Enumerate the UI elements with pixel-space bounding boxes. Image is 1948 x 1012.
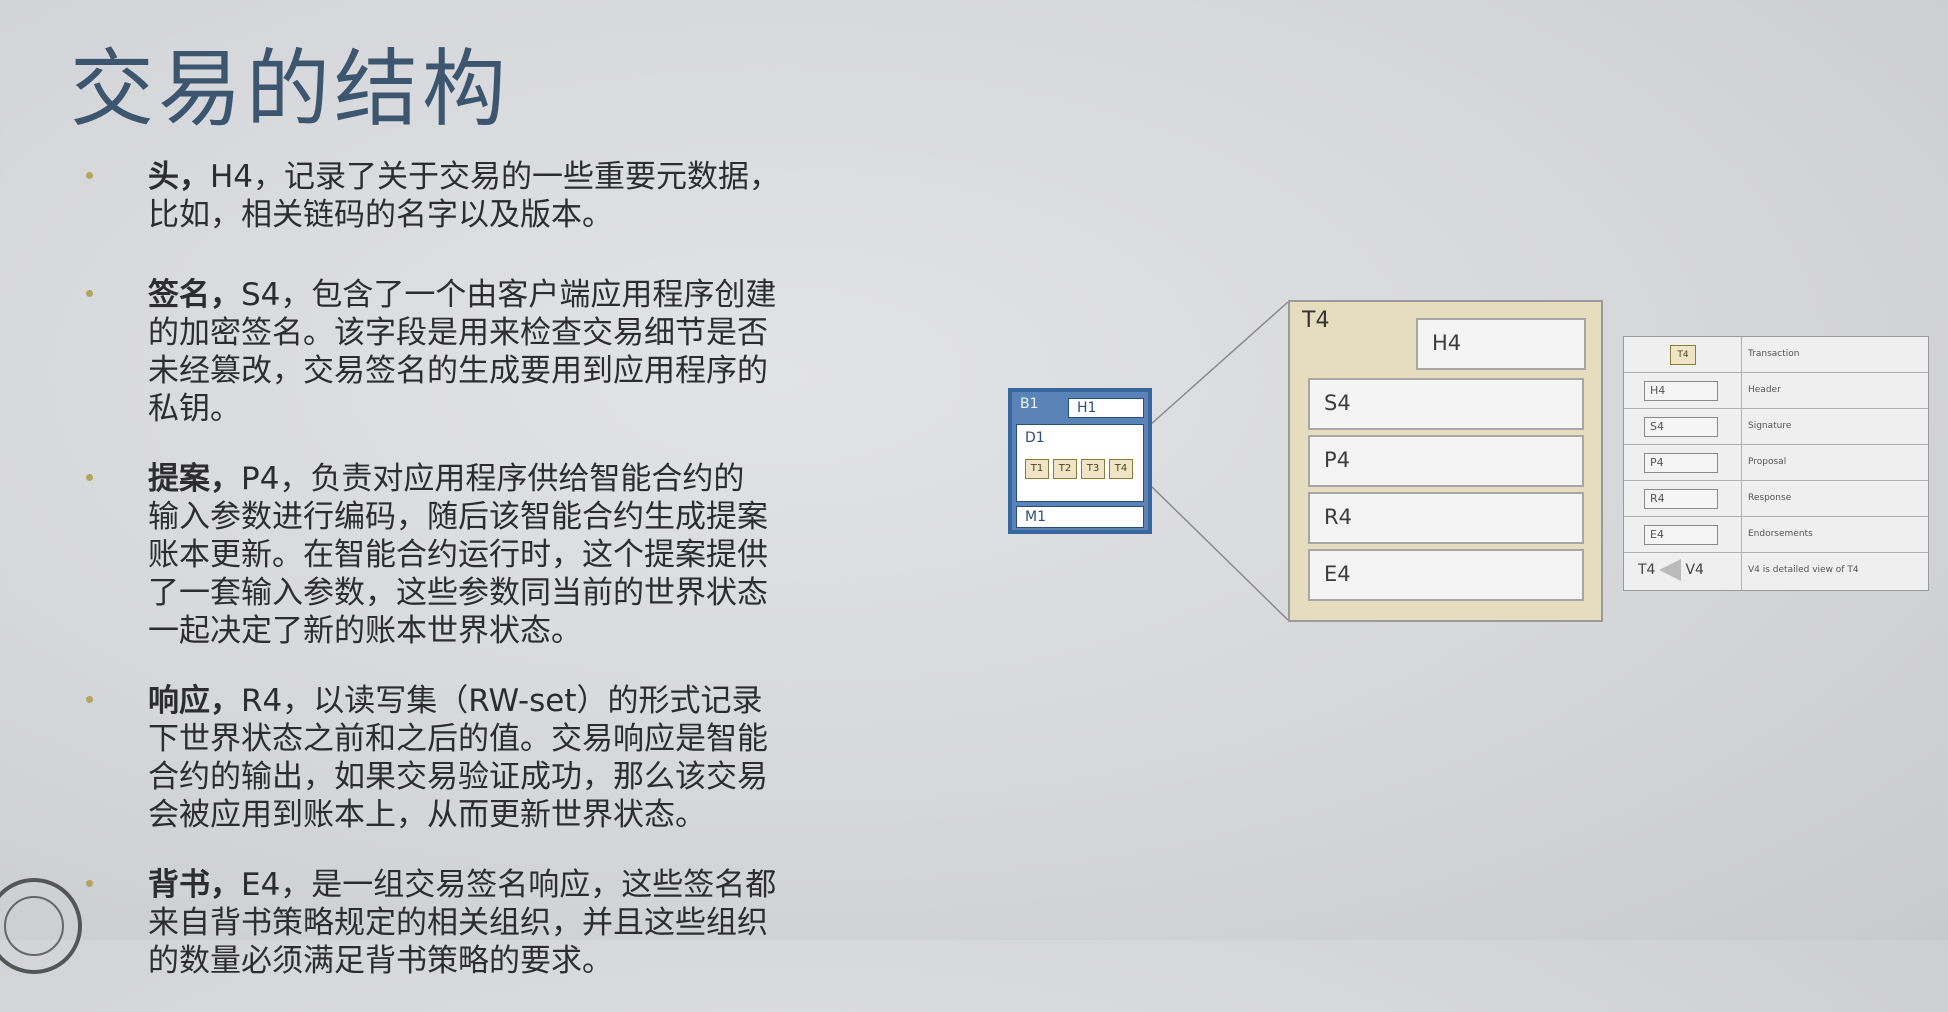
bullet-term: 响应， bbox=[148, 683, 241, 719]
legend-symbol-cell: H4 bbox=[1624, 373, 1742, 408]
bullet-line: 一起决定了新的账本世界状态。 bbox=[148, 613, 582, 649]
block-metadata: M1 bbox=[1016, 506, 1144, 528]
bullet-list: 头，H4，记录了关于交易的一些重要元数据， 比如，相关链码的名字以及版本。 签名… bbox=[82, 158, 962, 1012]
block-transaction: T4 bbox=[1109, 459, 1133, 479]
bullet-term: 签名， bbox=[148, 277, 241, 313]
slide-title: 交易的结构 bbox=[70, 40, 511, 138]
bullet-line: 私钥。 bbox=[148, 391, 241, 427]
bullet-line: 合约的输出，如果交易验证成功，那么该交易 bbox=[148, 759, 768, 795]
bullet-line: 账本更新。在智能合约运行时，这个提案提供 bbox=[148, 537, 768, 573]
bullet-line: 背书，E4，是一组交易签名响应，这些签名都 bbox=[148, 867, 777, 903]
block-id: B1 bbox=[1020, 396, 1039, 412]
bullet-dot-icon bbox=[86, 290, 93, 297]
legend-row: H4 Header bbox=[1624, 373, 1928, 409]
legend-description: V4 is detailed view of T4 bbox=[1748, 565, 1859, 575]
legend-symbol-cell: T4 bbox=[1624, 337, 1742, 372]
legend-row: E4 Endorsements bbox=[1624, 517, 1928, 553]
bullet-line: 输入参数进行编码，随后该智能合约生成提案 bbox=[148, 499, 768, 535]
bullet-line: 响应，R4，以读写集（RW-set）的形式记录 bbox=[148, 683, 763, 719]
bullet-line: 了一套输入参数，这些参数同当前的世界状态 bbox=[148, 575, 768, 611]
legend-symbol-cell: E4 bbox=[1624, 517, 1742, 552]
transaction-label: T4 bbox=[1302, 308, 1330, 333]
bullet-dot-icon bbox=[86, 696, 93, 703]
legend-row: P4 Proposal bbox=[1624, 445, 1928, 481]
legend-row: T4 Transaction bbox=[1624, 337, 1928, 373]
bullet-dot-icon bbox=[86, 880, 93, 887]
transaction-signature-field: S4 bbox=[1308, 378, 1584, 430]
transaction-endorsements-field: E4 bbox=[1308, 549, 1584, 601]
legend-symbol-cell: R4 bbox=[1624, 481, 1742, 516]
legend-symbol: S4 bbox=[1644, 417, 1718, 437]
legend-table: T4 Transaction H4 Header S4 Signature P4… bbox=[1623, 336, 1929, 591]
bullet-line: 会被应用到账本上，从而更新世界状态。 bbox=[148, 797, 706, 833]
bullet-line: 比如，相关链码的名字以及版本。 bbox=[148, 197, 613, 233]
connector-line-bottom bbox=[1149, 484, 1289, 621]
legend-symbol: E4 bbox=[1644, 525, 1718, 545]
bullet-term: 提案， bbox=[148, 461, 241, 497]
bullet-term: 背书， bbox=[148, 867, 241, 903]
block-transaction: T1 bbox=[1025, 459, 1049, 479]
legend-symbol: R4 bbox=[1644, 489, 1718, 509]
block-transaction: T3 bbox=[1081, 459, 1105, 479]
block-transactions: T1 T2 T3 T4 bbox=[1025, 459, 1133, 479]
legend-description: Proposal bbox=[1748, 457, 1787, 467]
logo-inner-ring bbox=[4, 896, 64, 956]
triangle-icon bbox=[1659, 559, 1682, 581]
bullet-endorsement: 背书，E4，是一组交易签名响应，这些签名都 来自背书策略规定的相关组织，并且这些… bbox=[82, 866, 962, 980]
legend-description: Transaction bbox=[1748, 349, 1800, 359]
bullet-line: 签名，S4，包含了一个由客户端应用程序创建 bbox=[148, 277, 777, 313]
block-diagram: B1 H1 D1 T1 T2 T3 T4 M1 bbox=[1008, 388, 1152, 534]
bullet-line: 提案，P4，负责对应用程序供给智能合约的 bbox=[148, 461, 745, 497]
legend-description: Signature bbox=[1748, 421, 1792, 431]
bullet-signature: 签名，S4，包含了一个由客户端应用程序创建 的加密签名。该字段是用来检查交易细节… bbox=[82, 276, 962, 428]
legend-description: Response bbox=[1748, 493, 1792, 503]
transaction-proposal-field: P4 bbox=[1308, 435, 1584, 487]
transaction-response-field: R4 bbox=[1308, 492, 1584, 544]
legend-symbol: P4 bbox=[1644, 453, 1718, 473]
bullet-dot-icon bbox=[86, 172, 93, 179]
block-data: D1 T1 T2 T3 T4 bbox=[1016, 424, 1144, 502]
bullet-line: 头，H4，记录了关于交易的一些重要元数据， bbox=[148, 159, 781, 195]
block-header-row: B1 H1 bbox=[1012, 392, 1148, 426]
university-logo-icon bbox=[0, 878, 82, 974]
legend-symbol: T4 bbox=[1670, 345, 1696, 365]
connector-line-top bbox=[1149, 301, 1289, 426]
block-transaction: T2 bbox=[1053, 459, 1077, 479]
bullet-line: 下世界状态之前和之后的值。交易响应是智能 bbox=[148, 721, 768, 757]
bullet-line: 的数量必须满足背书策略的要求。 bbox=[148, 943, 613, 979]
transaction-header-field: H4 bbox=[1416, 318, 1586, 370]
legend-row: S4 Signature bbox=[1624, 409, 1928, 445]
transaction-detail: T4 H4 S4 P4 R4 E4 bbox=[1288, 300, 1603, 622]
legend-symbol-cell: P4 bbox=[1624, 445, 1742, 480]
block-data-label: D1 bbox=[1025, 430, 1045, 446]
bullet-line: 的加密签名。该字段是用来检查交易细节是否 bbox=[148, 315, 768, 351]
bullet-response: 响应，R4，以读写集（RW-set）的形式记录 下世界状态之前和之后的值。交易响… bbox=[82, 682, 962, 834]
legend-symbol-cell: S4 bbox=[1624, 409, 1742, 444]
legend-description: Endorsements bbox=[1748, 529, 1813, 539]
bullet-header: 头，H4，记录了关于交易的一些重要元数据， 比如，相关链码的名字以及版本。 bbox=[82, 158, 962, 234]
block-header: H1 bbox=[1068, 398, 1144, 418]
bullet-line: 未经篡改，交易签名的生成要用到应用程序的 bbox=[148, 353, 768, 389]
bullet-proposal: 提案，P4，负责对应用程序供给智能合约的 输入参数进行编码，随后该智能合约生成提… bbox=[82, 460, 962, 650]
legend-description: Header bbox=[1748, 385, 1781, 395]
bullet-dot-icon bbox=[86, 474, 93, 481]
bullet-term: 头， bbox=[148, 159, 210, 195]
legend-row: R4 Response bbox=[1624, 481, 1928, 517]
legend-symbol: H4 bbox=[1644, 381, 1718, 401]
bullet-line: 来自背书策略规定的相关组织，并且这些组织 bbox=[148, 905, 768, 941]
